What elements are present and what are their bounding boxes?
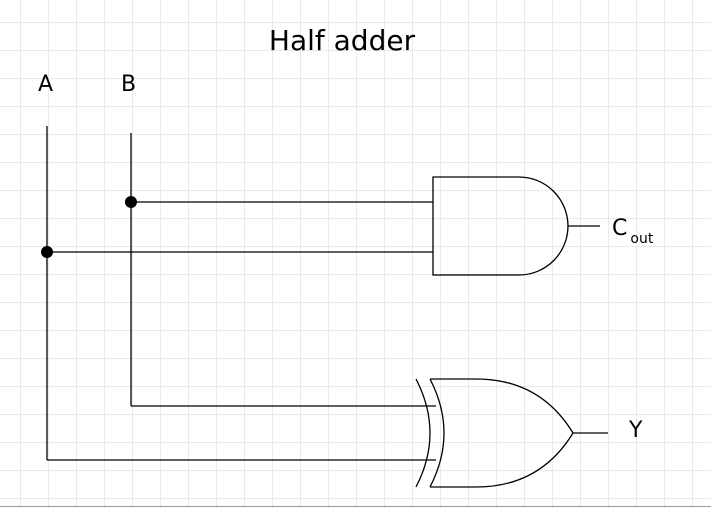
carry-subscript: out (630, 231, 654, 247)
xor-gate-extra-curve (429, 378, 445, 488)
xor-gate-input-curve (415, 378, 431, 488)
junction-b (125, 196, 137, 208)
carry-main-text: C (612, 216, 628, 241)
diagram-title: Half adder (268, 24, 416, 57)
input-label-b: B (121, 72, 137, 97)
input-label-a: A (38, 72, 54, 97)
and-gate (432, 176, 569, 276)
junction-a (41, 246, 53, 258)
output-label-sum: Y (629, 418, 643, 443)
